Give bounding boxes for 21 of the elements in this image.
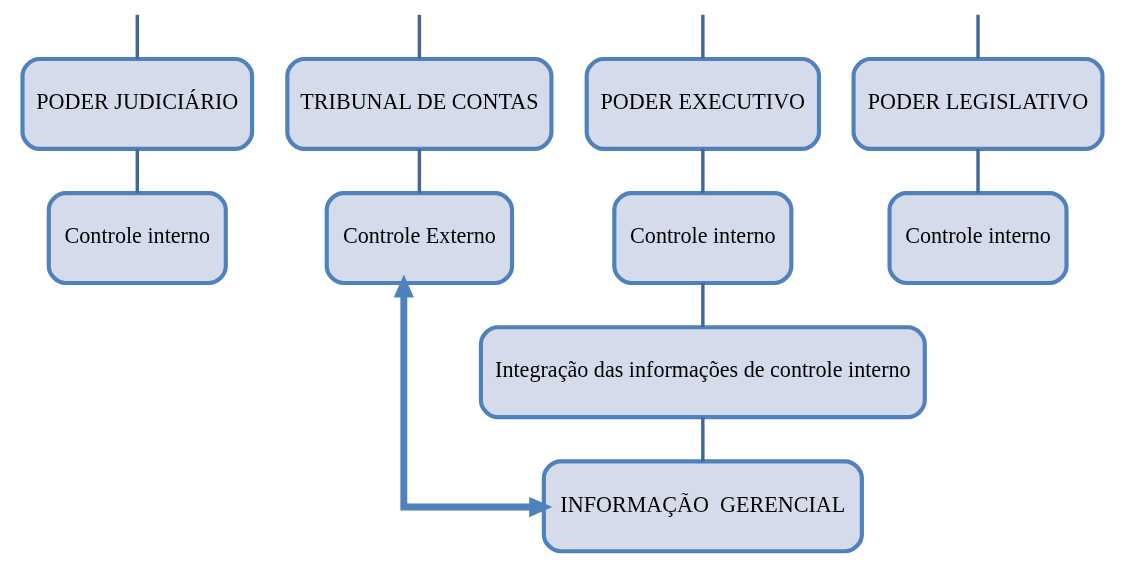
connector xyxy=(135,148,139,193)
node-box: Controle interno xyxy=(46,191,228,286)
connector xyxy=(700,283,705,328)
connector xyxy=(700,148,705,193)
node-box: PODER JUDICIÁRIO xyxy=(19,56,254,151)
node-box: Controle interno xyxy=(886,191,1069,286)
connector xyxy=(135,14,139,59)
node-box: Integração das informações de controle interno xyxy=(478,325,927,420)
node-box: INFORMAÇÃO GERENCIAL xyxy=(541,459,864,554)
connector xyxy=(975,14,980,59)
connector xyxy=(975,148,980,193)
connector xyxy=(417,148,421,193)
connector xyxy=(700,14,705,59)
connector xyxy=(700,417,705,462)
node-box: Controle interno xyxy=(611,191,793,286)
node-box: TRIBUNAL DE CONTAS xyxy=(284,56,553,151)
connector xyxy=(417,14,421,59)
node-box: Controle Externo xyxy=(324,191,514,286)
node-box: PODER LEGISLATIVO xyxy=(851,56,1105,151)
node-box: PODER EXECUTIVO xyxy=(584,56,821,151)
arrow xyxy=(393,274,552,518)
